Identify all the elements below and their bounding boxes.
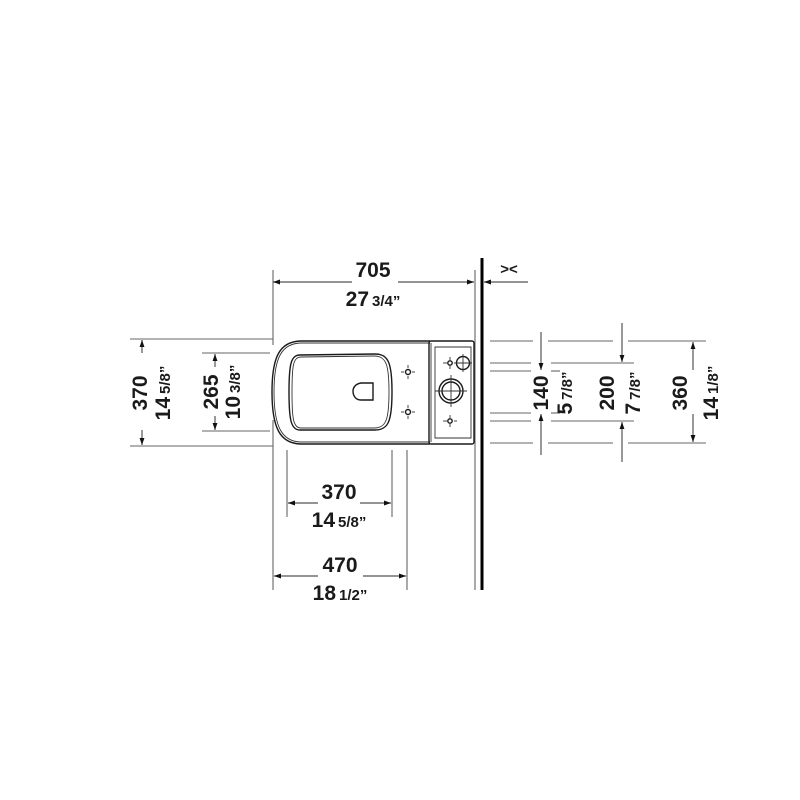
- fixing-outer-inch: 77/8”: [622, 371, 645, 414]
- wall-gap-marker: ><: [500, 261, 518, 278]
- flush-button-icon: [435, 375, 467, 407]
- fixing-outer-mm: 200: [596, 375, 619, 410]
- fixing-point-icon: [401, 365, 415, 379]
- fixing-point-icon: [401, 405, 415, 419]
- fixing-spacing-inch: 57/8”: [554, 371, 577, 414]
- fixing-outer-dimension: 200 77/8”: [596, 323, 645, 462]
- fixing-spacing-dimension: 140 57/8”: [530, 332, 577, 455]
- overall-length-mm: 705: [355, 259, 390, 282]
- fixing-to-wall-outer-mm: 470: [322, 554, 357, 577]
- seat-width-dimension: 265 103/8”: [200, 352, 270, 432]
- cistern-width-dimension: 360 141/8”: [669, 342, 723, 442]
- cistern-width-inch: 141/8”: [700, 366, 723, 421]
- cistern-width-mm: 360: [669, 375, 692, 410]
- overall-width-inch: 145/8”: [152, 366, 175, 421]
- fixing-point-icon: [443, 357, 453, 369]
- overall-width-dimension: 370 145/8”: [129, 338, 274, 470]
- fixing-to-wall-inner-mm: 370: [321, 481, 356, 504]
- fixing-spacing-mm: 140: [530, 375, 553, 410]
- toilet-outline: [271, 340, 475, 445]
- right-extension-lines: [490, 340, 706, 444]
- seat-width-inch: 103/8”: [222, 365, 245, 420]
- seat-width-mm: 265: [200, 374, 223, 409]
- fixing-point-icon: [443, 415, 457, 427]
- overall-width-mm: 370: [129, 375, 152, 410]
- wall-line: [474, 258, 484, 590]
